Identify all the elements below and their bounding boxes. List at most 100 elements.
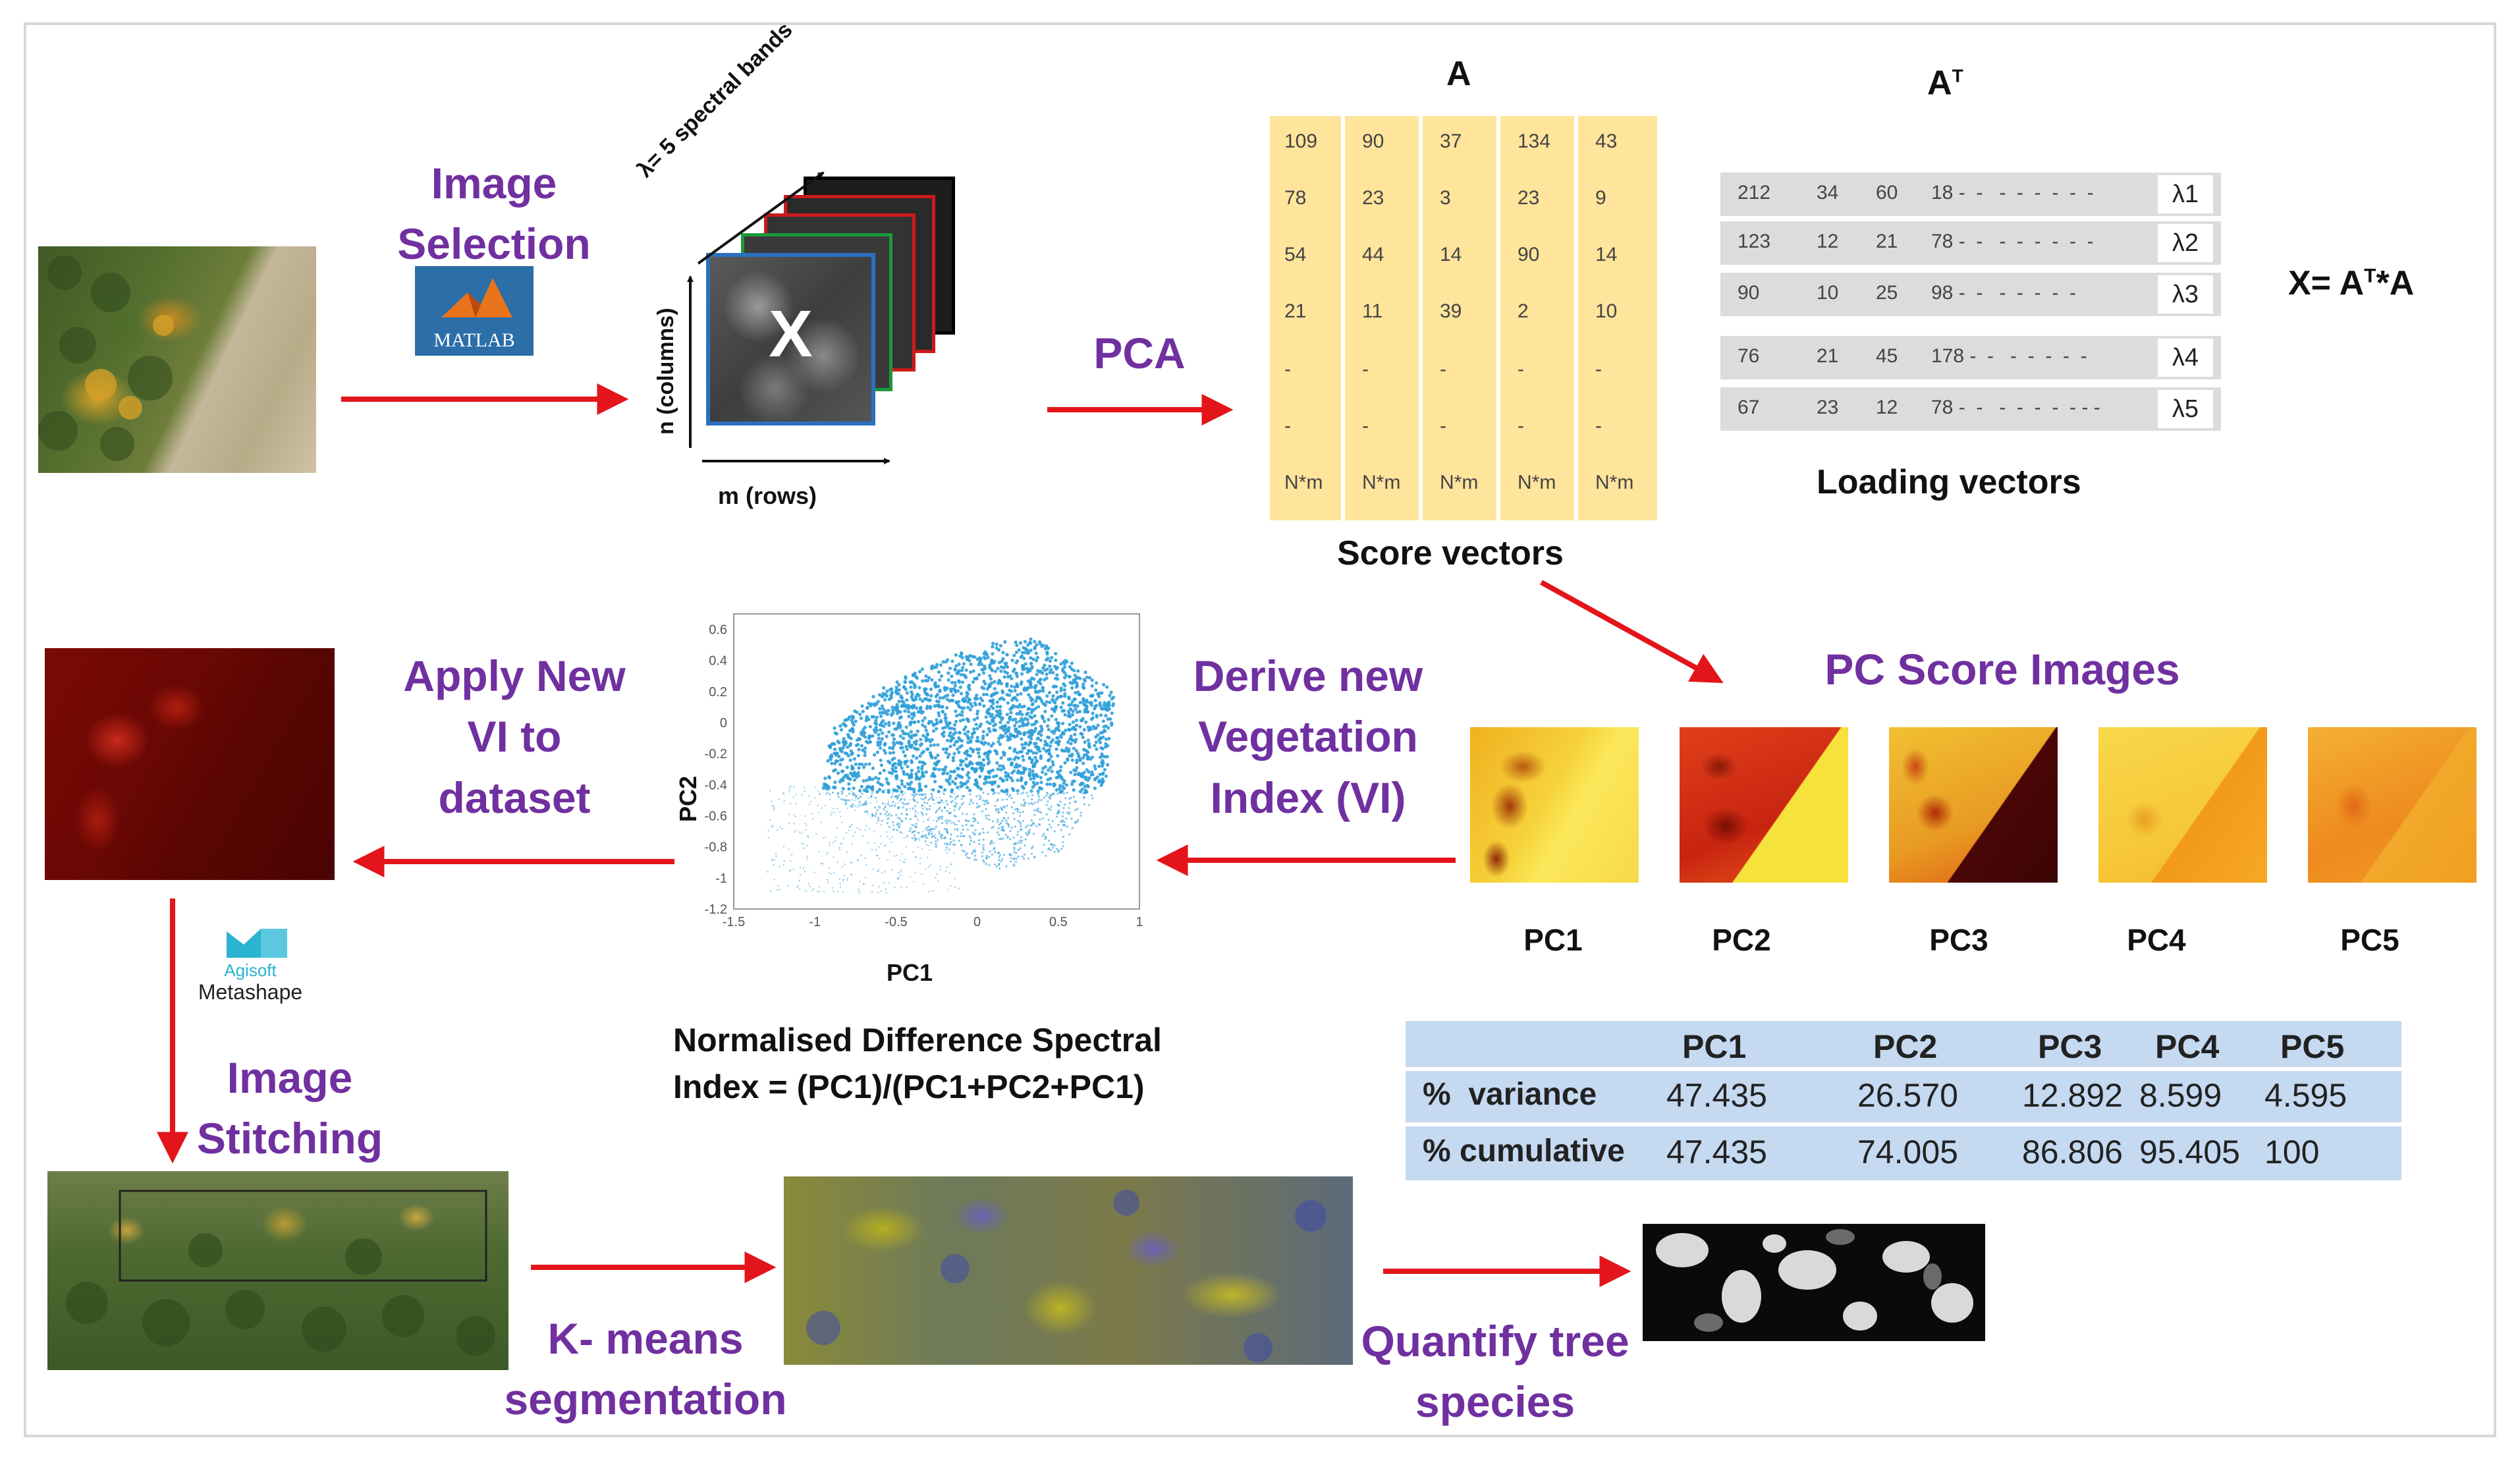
scatter-point	[1027, 857, 1029, 860]
scatter-point	[864, 829, 866, 831]
scatter-point	[833, 808, 835, 810]
scatter-point	[914, 794, 916, 796]
scatter-point	[1017, 819, 1020, 822]
scatter-point	[1082, 748, 1086, 752]
scatter-point	[1016, 769, 1020, 773]
scatter-point	[890, 771, 894, 775]
scatter-point	[813, 797, 816, 799]
scatter-point	[1106, 763, 1110, 767]
scatter-point	[891, 751, 896, 755]
scatter-point	[975, 781, 979, 785]
scatter-point	[954, 653, 958, 657]
scatter-point	[869, 786, 872, 789]
scatter-point	[929, 740, 933, 744]
scatter-point	[1058, 811, 1060, 813]
scatter-point	[817, 891, 819, 893]
aerial-input-photo	[38, 246, 316, 473]
scatter-point	[988, 729, 992, 733]
scatter-point	[995, 761, 999, 765]
scatter-point	[887, 836, 889, 838]
scatter-point	[825, 792, 828, 795]
scatter-point	[1040, 714, 1044, 718]
scatter-point	[1031, 852, 1033, 855]
scatter-point	[1063, 821, 1066, 823]
scatter-point	[948, 821, 950, 823]
scatter-point	[926, 808, 928, 810]
scatter-point	[900, 746, 904, 750]
image-selection-text: Image Selection	[397, 159, 591, 269]
scatter-point	[950, 840, 952, 843]
scatter-point	[777, 889, 779, 891]
scatter-point	[1056, 754, 1060, 758]
scatter-point	[954, 877, 956, 880]
scatter-point	[912, 794, 914, 796]
scatter-point	[1033, 823, 1035, 825]
scatter-point	[998, 823, 1000, 826]
scatter-point	[985, 799, 988, 802]
scatter-point	[912, 798, 915, 800]
scatter-point	[929, 754, 933, 759]
scatter-point	[1071, 709, 1075, 713]
scatter-point	[788, 823, 790, 825]
scatter-point	[1031, 769, 1035, 773]
scatter-point	[851, 774, 855, 778]
scatter-point	[1038, 730, 1042, 734]
scatter-point	[894, 790, 896, 793]
scatter-point	[1053, 830, 1056, 833]
scatter-point	[880, 704, 885, 708]
scatter-point	[912, 831, 915, 833]
scatter-point	[904, 858, 906, 861]
scatter-point	[992, 842, 995, 844]
scatter-point	[926, 837, 929, 839]
scatter-point	[1024, 804, 1026, 807]
scatter-point	[1027, 795, 1029, 798]
scatter-point	[887, 759, 890, 763]
scatter-point	[949, 838, 952, 840]
scatter-point	[933, 756, 937, 760]
scatter-point	[975, 727, 979, 730]
scatter-point	[851, 842, 853, 845]
scatter-point	[1082, 761, 1085, 765]
scatter-point	[887, 709, 890, 713]
scatter-point	[1047, 819, 1050, 821]
scatter-point	[1030, 819, 1033, 821]
scatter-point	[901, 802, 904, 804]
scatter-point	[1005, 812, 1008, 814]
scatter-point	[1064, 729, 1068, 732]
scatter-point	[1101, 707, 1105, 711]
scatter-point	[930, 796, 933, 800]
scatter-point	[918, 709, 922, 713]
scatter-point	[778, 798, 780, 800]
scatter-point	[952, 736, 956, 740]
scatter-point	[893, 705, 897, 709]
scatter-point	[1103, 701, 1107, 705]
scatter-point	[943, 694, 947, 698]
scatter-point	[994, 863, 997, 866]
scatter-point	[946, 738, 950, 742]
scatter-point	[1007, 736, 1011, 740]
scatter-point	[900, 779, 904, 783]
scatter-point	[1093, 764, 1097, 768]
scatter-point	[923, 687, 927, 691]
scatter-point	[1066, 825, 1068, 828]
scatter-point	[914, 772, 918, 776]
scatter-point	[948, 744, 952, 748]
scatter-point	[1062, 676, 1067, 680]
scatter-point	[1027, 830, 1030, 833]
scatter-point	[1047, 800, 1049, 803]
scatter-point	[1099, 731, 1103, 735]
scatter-point	[1050, 707, 1054, 711]
scatter-point	[833, 780, 837, 785]
scatter-point	[967, 763, 971, 767]
scatter-point	[1068, 811, 1071, 813]
scatter-point	[1006, 701, 1010, 705]
scatter-point	[1021, 855, 1024, 858]
scatter-point	[935, 877, 937, 879]
matrix-a-cell: 78	[1284, 187, 1307, 209]
scatter-point	[1078, 757, 1082, 761]
scatter-point	[935, 840, 937, 842]
scatter-point	[1061, 701, 1065, 705]
scatter-point	[903, 785, 907, 788]
